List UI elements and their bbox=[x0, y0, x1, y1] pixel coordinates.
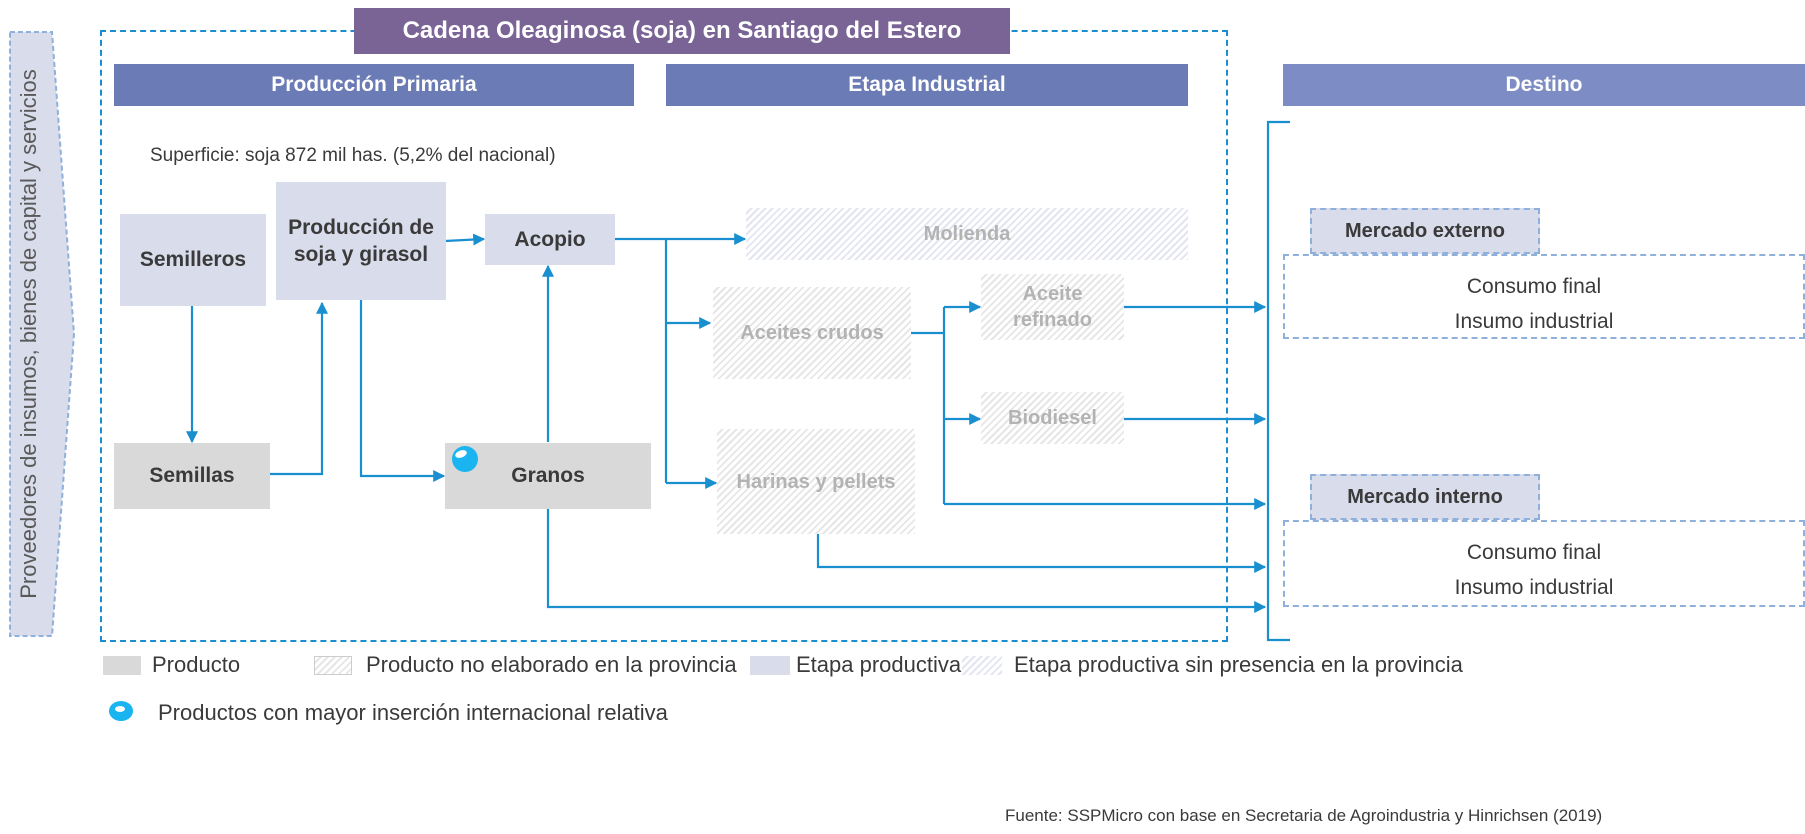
diagram-title: Cadena Oleaginosa (soja) en Santiago del… bbox=[354, 8, 1010, 54]
side-chevron bbox=[8, 30, 76, 638]
legend-swatch-etapa-sin-presencia bbox=[962, 656, 1002, 675]
superficie-text: Superficie: soja 872 mil has. (5,2% del … bbox=[150, 145, 556, 166]
arrow-produccion-acopio bbox=[444, 233, 486, 246]
legend-etapa-sin-presencia: Etapa productiva sin presencia en la pro… bbox=[1014, 652, 1463, 677]
node-biodiesel: Biodiesel bbox=[981, 392, 1124, 444]
arrow-semillas-produccion bbox=[270, 301, 328, 476]
node-acopio: Acopio bbox=[485, 214, 615, 265]
arrow-granos-destino bbox=[546, 509, 1267, 613]
node-molienda: Molienda bbox=[746, 208, 1188, 260]
mercado-externo-title: Mercado externo bbox=[1310, 208, 1540, 254]
legend-producto-no-elaborado: Producto no elaborado en la provincia bbox=[366, 652, 737, 677]
node-aceite-refinado: Aceite refinado bbox=[981, 274, 1124, 340]
stage-etapa-industrial: Etapa Industrial bbox=[666, 64, 1188, 106]
node-granos: Granos bbox=[445, 443, 651, 509]
source-note: Fuente: SSPMicro con base en Secretaria … bbox=[1005, 806, 1603, 825]
blue-drop-icon bbox=[451, 445, 479, 473]
arrow-produccion-granos bbox=[359, 300, 446, 482]
legend-insercion: Productos con mayor inserción internacio… bbox=[158, 700, 668, 725]
legend-producto: Producto bbox=[152, 652, 241, 677]
legend-swatch-producto-no-elaborado bbox=[314, 656, 352, 675]
legend-swatch-producto bbox=[103, 656, 141, 675]
externo-insumo-industrial: Insumo industrial bbox=[1454, 309, 1614, 333]
node-aceites-crudos: Aceites crudos bbox=[713, 287, 911, 379]
mercado-interno-box: Consumo final Insumo industrial bbox=[1283, 520, 1805, 607]
arrow-harinas-interno bbox=[816, 534, 1267, 573]
mercado-interno-title: Mercado interno bbox=[1310, 474, 1540, 520]
interno-consumo-final: Consumo final bbox=[1466, 541, 1602, 564]
mercado-externo-box: Consumo final Insumo industrial bbox=[1283, 254, 1805, 339]
legend-swatch-etapa bbox=[750, 656, 790, 675]
node-produccion-soja-girasol: Producción de soja y girasol bbox=[276, 182, 446, 300]
interno-insumo-industrial: Insumo industrial bbox=[1454, 575, 1614, 599]
stage-destino: Destino bbox=[1283, 64, 1805, 106]
node-harinas-pellets: Harinas y pellets bbox=[717, 429, 915, 534]
node-semilleros: Semilleros bbox=[120, 214, 266, 306]
node-semillas: Semillas bbox=[114, 443, 270, 509]
externo-consumo-final: Consumo final bbox=[1466, 275, 1602, 298]
destino-bracket bbox=[1266, 120, 1290, 642]
legend-etapa: Etapa productiva bbox=[796, 652, 962, 677]
stage-produccion-primaria: Producción Primaria bbox=[114, 64, 634, 106]
legend-drop-icon bbox=[108, 700, 134, 722]
